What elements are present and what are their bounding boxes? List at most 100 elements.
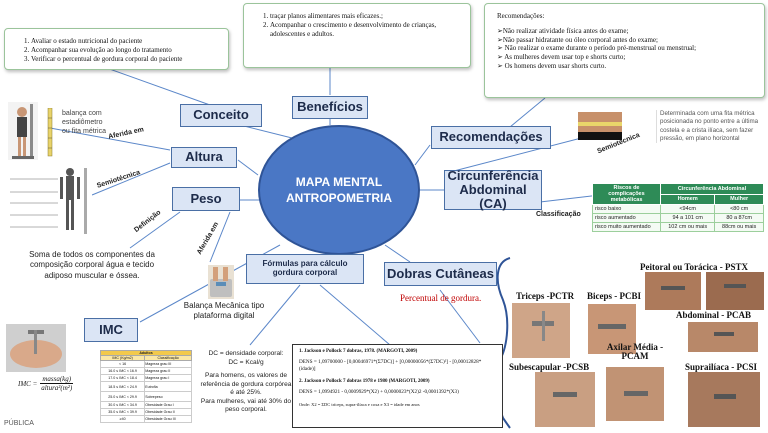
altura-caption: balança com estadiômetro ou fita métrica xyxy=(62,110,106,135)
topic-dobras[interactable]: Dobras Cutâneas xyxy=(384,262,497,286)
beneficios-note: traçar planos alimentares mais eficazes.… xyxy=(243,3,471,68)
table-row: risco muito aumentado 102 cm ou mais 88c… xyxy=(592,222,764,232)
table-row: risco aumentado 94 a 101 cm 80 a 87cm xyxy=(592,213,764,223)
edge-formulas-dc xyxy=(249,284,301,346)
triceps-photo xyxy=(512,303,570,358)
topic-formulas[interactable]: Fórmulas para cálculo gordura corporal xyxy=(246,254,364,284)
peitoral-photo-2 xyxy=(706,272,764,310)
imc-photo xyxy=(6,324,66,372)
table-row: risco baixo <94cm <80 cm xyxy=(592,204,764,214)
conceito-item: Verificar o percentual de gordura corpor… xyxy=(31,55,220,64)
conceito-item: Acompanhar sua evolução ao longo do trat… xyxy=(31,46,220,55)
edge-recomendacoes-note xyxy=(509,97,546,128)
formula-1: DENS = 1,09700000 - [0,00046971*(Σ7DC)] … xyxy=(299,358,482,372)
recomendacoes-title: Recomendações: xyxy=(497,12,545,20)
risk-cell: risco baixo xyxy=(592,204,661,214)
recomendacao-item: ➢Não passar hidratante ou óleo corporal … xyxy=(497,35,658,44)
recomendacao-item: ➢ Não realizar o exame durante o período… xyxy=(497,44,697,53)
imc-cell: 18.5 ≤ IMC < 24.9 xyxy=(100,381,146,392)
imc-cell: Sobrepeso xyxy=(144,391,192,402)
topic-recomendacoes[interactable]: Recomendações xyxy=(431,126,551,149)
label-triceps: Triceps -PCTR xyxy=(516,291,575,301)
edge-altura-chart xyxy=(91,162,171,196)
imc-cell: ≥40 xyxy=(100,415,146,423)
imc-cell: Obesidade Grau III xyxy=(144,415,192,423)
risk-cell: 94 a 101 cm xyxy=(659,213,716,223)
imc-cell: Obesidade Grau I xyxy=(144,401,192,409)
risk-cell: risco aumentado xyxy=(592,213,661,223)
edge-label-classificacao-ca: Classificação xyxy=(536,211,581,218)
label-peitoral: Peitoral ou Torácica - PSTX xyxy=(640,262,748,272)
dc-line2: DC = Kcal/g xyxy=(228,358,264,366)
label-abdominal: Abdominal - PCAB xyxy=(676,310,752,320)
imc-cell: 30.0 ≤ IMC < 34.9 xyxy=(100,401,146,409)
risk-cell: 88cm ou mais xyxy=(714,222,764,232)
altura-photo xyxy=(8,102,38,160)
edge-formulas-box xyxy=(319,284,391,346)
risk-cell: 102 cm ou mais xyxy=(659,222,716,232)
topic-beneficios[interactable]: Benefícios xyxy=(292,96,368,119)
risk-cell: risco muito aumentado xyxy=(592,222,661,232)
formula-footnote: Onde: X2 = ΣDC tríceps, supra-ilíaca e c… xyxy=(299,401,420,407)
axilar-photo xyxy=(606,367,664,421)
topic-altura[interactable]: Altura xyxy=(171,147,237,168)
risk-table: Riscos de complicações metabólicas Circu… xyxy=(592,183,764,232)
recomendacoes-note: Recomendações: ➢Não realizar atividade f… xyxy=(484,3,765,98)
risk-cell: 80 a 87cm xyxy=(714,213,764,223)
edge-dobras-box xyxy=(439,289,481,344)
topic-imc[interactable]: IMC xyxy=(84,318,138,342)
peitoral-photo xyxy=(645,272,701,310)
subescapular-photo xyxy=(535,372,595,427)
formula-heading-1: 1. Jackson e Pollock 7 dobras, 1978. (MA… xyxy=(299,349,418,354)
peso-definition: Soma de todos os componentes da composiç… xyxy=(29,250,155,280)
imc-cell: 17.0 ≤ IMC < 18.4 xyxy=(100,374,146,382)
formula-box: 1. Jackson e Pollock 7 dobras, 1978. (MA… xyxy=(292,344,503,428)
edge-ca-table xyxy=(539,194,601,203)
measuring-tape-photo xyxy=(40,108,60,158)
dc-text: DC = densidade corporal: DC = Kcal/g Par… xyxy=(198,350,294,415)
risk-cell: <94cm xyxy=(659,204,716,214)
dc-line4: Para mulheres, vai até 30% do peso corpo… xyxy=(200,397,292,414)
conceito-note: Avaliar o estado nutricional do paciente… xyxy=(4,28,229,70)
dc-line1: DC = densidade corporal: xyxy=(208,350,284,357)
imc-cell: 25.0 ≤ IMC < 29.9 xyxy=(100,391,146,402)
scale-photo xyxy=(208,265,234,299)
edge-center-recomendacoes xyxy=(414,144,431,166)
dobras-subtitle: Percentual de gordura. xyxy=(400,293,482,303)
formula-heading-2: 2. Jackson e Pollock 7 dobras 1978 e 198… xyxy=(299,378,430,384)
label-biceps: Biceps - PCBI xyxy=(587,291,641,301)
edge-altura-photo xyxy=(49,127,171,151)
topic-peso[interactable]: Peso xyxy=(172,187,240,211)
risk-header-ca: Circunferência Abdominal xyxy=(660,183,764,195)
risk-header-mulher: Mulher xyxy=(714,193,764,205)
imc-cell: 16.0 ≤ IMC < 16.9 xyxy=(100,367,146,375)
imc-cell: < 16 xyxy=(100,360,146,368)
biceps-photo xyxy=(588,304,636,354)
imc-formula-den: altura²(m²) xyxy=(41,384,73,392)
recomendacao-item: ➢Não realizar atividade física antes do … xyxy=(497,26,629,35)
dc-line3: Para homens, os valores de referência de… xyxy=(200,372,292,397)
formula-2: DENS = 1,0994921 - 0,0009929*(X2) + 0,00… xyxy=(299,388,459,395)
topic-circunferencia[interactable]: Circunferência Abdominal (CA) xyxy=(444,168,542,211)
imc-cell: Obesidade Grau II xyxy=(144,408,192,416)
label-suprailiaca: Suprailíaca - PCSI xyxy=(685,362,758,372)
imc-cell: Magreza grau II xyxy=(144,367,192,375)
peso-device-caption: Balança Mecânica tipo plataforma digital xyxy=(183,301,265,320)
beneficios-item: Acompanhar o crescimento e desenvolvimen… xyxy=(270,21,462,39)
risk-table-wrap: Riscos de complicações metabólicas Circu… xyxy=(592,183,764,243)
ca-note: Determinada com uma fita métrica posicio… xyxy=(656,110,762,144)
beneficios-item: traçar planos alimentares mais eficazes.… xyxy=(270,12,462,21)
central-topic: MAPA MENTAL ANTROPOMETRIA xyxy=(258,125,420,255)
topic-conceito[interactable]: Conceito xyxy=(180,104,262,127)
imc-formula-lhs: IMC = xyxy=(18,379,38,388)
